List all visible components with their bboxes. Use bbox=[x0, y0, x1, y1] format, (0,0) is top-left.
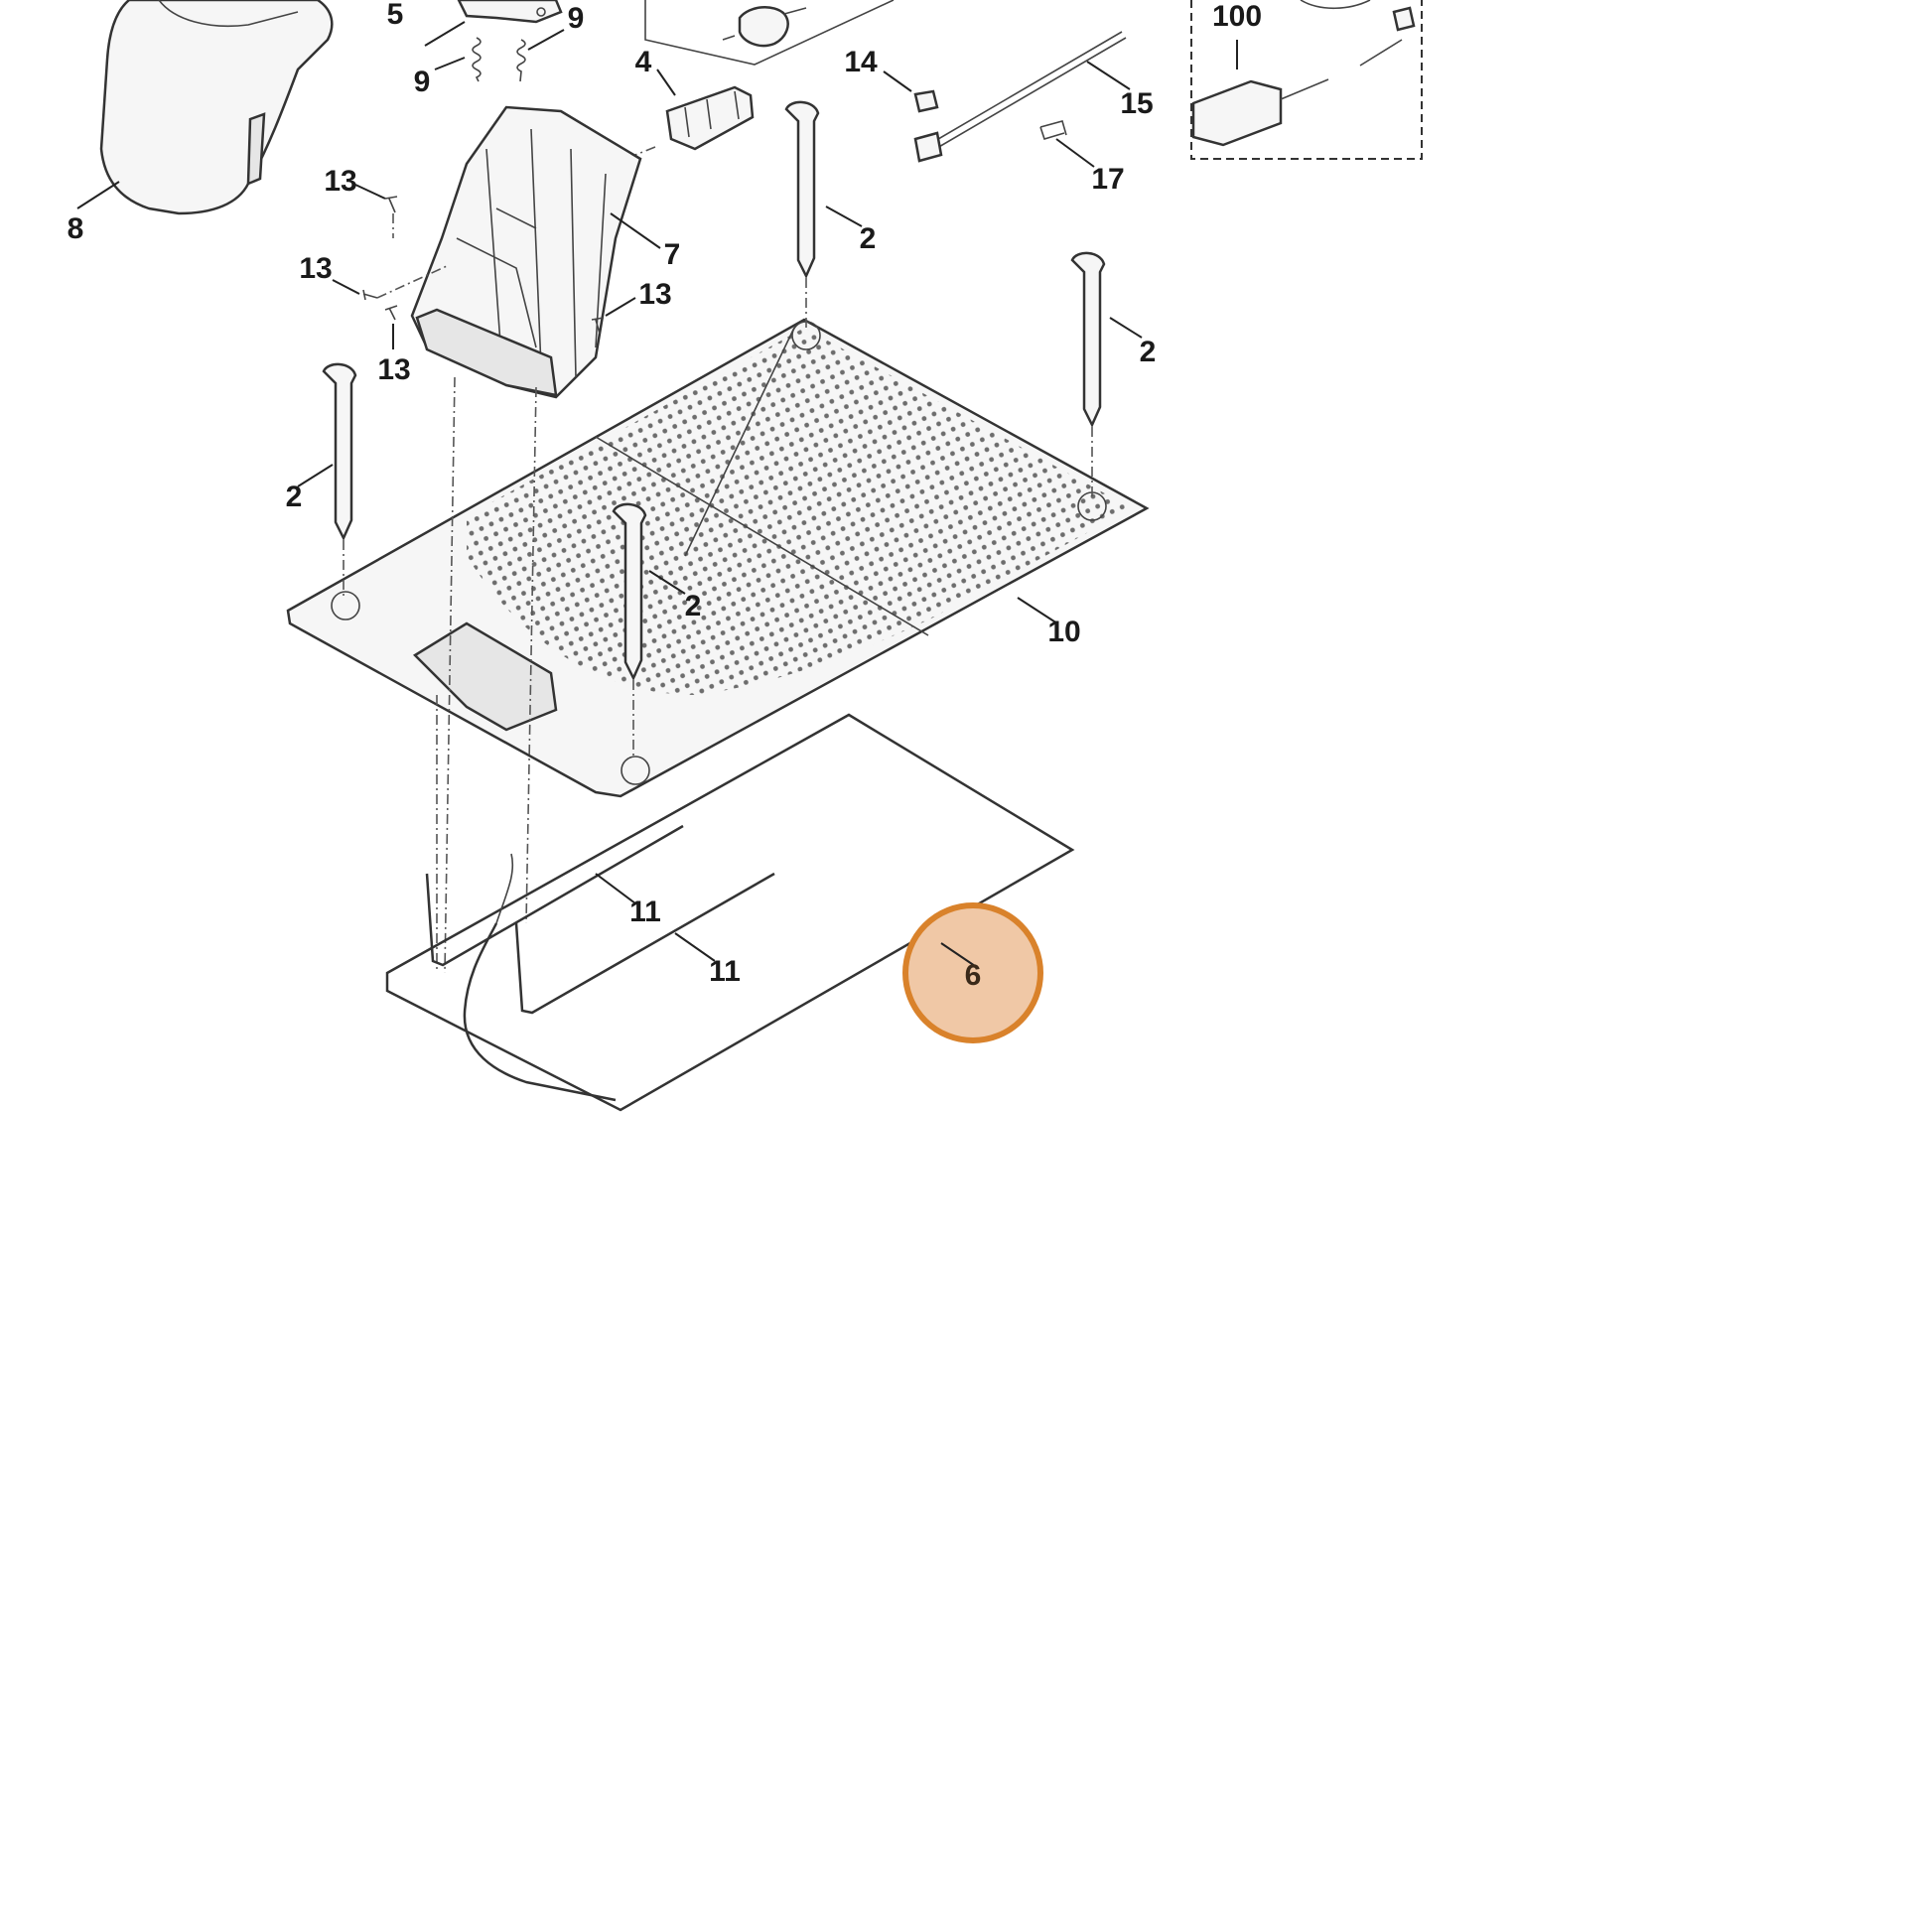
wire-part-11-b bbox=[514, 872, 775, 1015]
part-labels: 5 9 9 4 14 15 17 100 8 13 13 13 13 7 2 2… bbox=[68, 0, 1262, 988]
spring-right-part-9 bbox=[516, 29, 565, 82]
part-label-2-b: 2 bbox=[1140, 336, 1157, 368]
part-label-17: 17 bbox=[1091, 163, 1124, 196]
cable-part-15 bbox=[913, 31, 1131, 163]
screw-part-13-c bbox=[384, 305, 398, 349]
screw-part-13-b bbox=[332, 265, 448, 301]
peg-part-2-a bbox=[784, 100, 863, 328]
spring-left-part-9 bbox=[434, 37, 482, 82]
power-supply-part-100 bbox=[1190, 0, 1423, 160]
highlight-circle[interactable] bbox=[902, 902, 1043, 1043]
part-label-6: 6 bbox=[965, 959, 982, 992]
part-label-2-a: 2 bbox=[860, 222, 877, 255]
part-label-13-a: 13 bbox=[324, 165, 356, 198]
charging-base-housing-part-7 bbox=[410, 105, 661, 399]
terminal-part-14 bbox=[883, 70, 939, 113]
contact-plate-part-5 bbox=[424, 0, 563, 47]
part-label-11-b: 11 bbox=[709, 955, 741, 988]
cover-hood-part-8 bbox=[76, 0, 334, 215]
peg-part-2-c bbox=[297, 362, 357, 596]
screw-part-13-a bbox=[354, 184, 398, 238]
part-label-15: 15 bbox=[1120, 87, 1153, 120]
part-label-11-a: 11 bbox=[629, 896, 661, 928]
peg-part-2-d bbox=[612, 502, 686, 757]
part-label-2-d: 2 bbox=[685, 590, 702, 622]
base-plate-part-10 bbox=[286, 318, 1150, 798]
part-label-9-right: 9 bbox=[568, 2, 585, 35]
part-label-14: 14 bbox=[844, 46, 878, 78]
part-label-4: 4 bbox=[635, 46, 652, 78]
wire-part-11-a bbox=[425, 824, 684, 967]
peg-part-2-b bbox=[1070, 251, 1143, 496]
part-label-8: 8 bbox=[68, 212, 84, 245]
part-label-13-d: 13 bbox=[638, 278, 671, 311]
part-label-13-c: 13 bbox=[377, 353, 410, 386]
screw-part-13-d bbox=[591, 297, 636, 335]
part-label-7: 7 bbox=[664, 238, 681, 271]
part-label-13-b: 13 bbox=[299, 252, 332, 285]
power-plug-box bbox=[644, 0, 895, 66]
part-label-100: 100 bbox=[1212, 0, 1262, 33]
clip-part-17 bbox=[1039, 120, 1095, 168]
part-label-10: 10 bbox=[1047, 616, 1080, 648]
part-label-2-c: 2 bbox=[286, 481, 303, 513]
part-label-5: 5 bbox=[387, 0, 404, 31]
highlighted-part-6-marker[interactable]: 6 bbox=[902, 902, 1043, 1043]
part-label-9-left: 9 bbox=[414, 66, 431, 98]
